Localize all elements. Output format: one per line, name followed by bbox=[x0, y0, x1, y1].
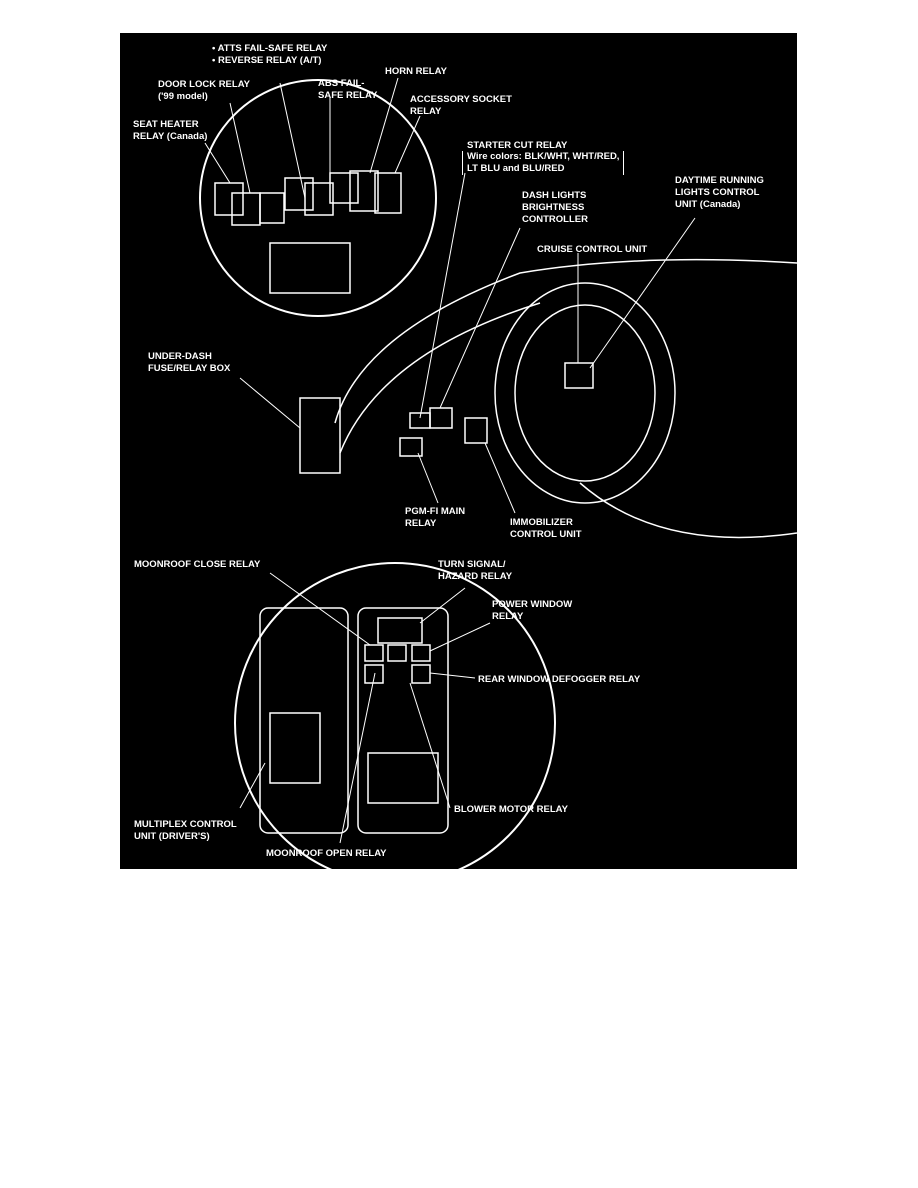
drl-line3: UNIT (Canada) bbox=[675, 199, 741, 210]
relay-detail-circle-top bbox=[199, 79, 437, 317]
turn-line1: TURN SIGNAL/ bbox=[438, 559, 506, 570]
drl-line1: DAYTIME RUNNING bbox=[675, 175, 764, 186]
dash-line1: DASH LIGHTS bbox=[522, 190, 587, 201]
moonroof-open-relay-label: MOONROOF OPEN RELAY bbox=[266, 848, 387, 859]
door-lock-line1: DOOR LOCK RELAY bbox=[158, 79, 251, 90]
dash-line2: BRIGHTNESS bbox=[522, 202, 585, 213]
multiplex-line1: MULTIPLEX CONTROL bbox=[134, 819, 237, 830]
fuse-box-panels bbox=[259, 607, 449, 834]
door-lock-relay-label: DOOR LOCK RELAY('99 model) bbox=[158, 79, 250, 103]
dash-line3: CONTROLLER bbox=[522, 214, 588, 225]
seat-heater-line2: RELAY (Canada) bbox=[133, 131, 208, 142]
pgm-line2: RELAY bbox=[405, 518, 437, 529]
turn-line2: HAZARD RELAY bbox=[438, 571, 513, 582]
reverse-relay-label: • REVERSE RELAY (A/T) bbox=[212, 55, 322, 66]
wire-colors-note: Wire colors: BLK/WHT, WHT/RED,LT BLU and… bbox=[462, 151, 625, 175]
pgm-line1: PGM-FI MAIN bbox=[405, 506, 466, 517]
power-window-line2: RELAY bbox=[492, 611, 524, 622]
door-lock-line2: ('99 model) bbox=[158, 91, 208, 102]
rear-defogger-relay-label: REAR WINDOW DEFOGGER RELAY bbox=[478, 674, 641, 685]
immob-line1: IMMOBILIZER bbox=[510, 517, 573, 528]
horn-relay-label: HORN RELAY bbox=[385, 66, 447, 77]
immob-line2: CONTROL UNIT bbox=[510, 529, 582, 540]
moonroof-close-relay-label: MOONROOF CLOSE RELAY bbox=[134, 559, 261, 570]
power-window-line1: POWER WINDOW bbox=[492, 599, 573, 610]
wire-colors-line1: Wire colors: BLK/WHT, WHT/RED, bbox=[467, 151, 620, 162]
turn-signal-relay-label: TURN SIGNAL/HAZARD RELAY bbox=[438, 559, 512, 583]
diagram-drawing bbox=[199, 77, 797, 869]
cruise-control-unit-label: CRUISE CONTROL UNIT bbox=[537, 244, 648, 255]
underdash-line1: UNDER-DASH bbox=[148, 351, 212, 362]
abs-line1: ABS FAIL- bbox=[318, 78, 365, 89]
starter-cut-relay-label: STARTER CUT RELAY bbox=[467, 140, 568, 151]
accessory-line2: RELAY bbox=[410, 106, 442, 117]
accessory-line1: ACCESSORY SOCKET bbox=[410, 94, 512, 105]
abs-relay-label: ABS FAIL-SAFE RELAY bbox=[318, 78, 377, 102]
fuse-box-detail-circle bbox=[234, 562, 556, 869]
seat-heater-line1: SEAT HEATER bbox=[133, 119, 199, 130]
relay-location-diagram: • ATTS FAIL-SAFE RELAY • REVERSE RELAY (… bbox=[120, 33, 797, 869]
dashboard-outline bbox=[299, 258, 797, 539]
leader-lines bbox=[204, 77, 696, 844]
underdash-line2: FUSE/RELAY BOX bbox=[148, 363, 231, 374]
abs-line2: SAFE RELAY bbox=[318, 90, 378, 101]
wire-colors-line2: LT BLU and BLU/RED bbox=[467, 163, 565, 174]
relay-blocks bbox=[214, 170, 402, 294]
blower-motor-relay-label: BLOWER MOTOR RELAY bbox=[454, 804, 569, 815]
multiplex-line2: UNIT (DRIVER'S) bbox=[134, 831, 210, 842]
drl-line2: LIGHTS CONTROL bbox=[675, 187, 760, 198]
atts-relay-label: • ATTS FAIL-SAFE RELAY bbox=[212, 43, 328, 54]
